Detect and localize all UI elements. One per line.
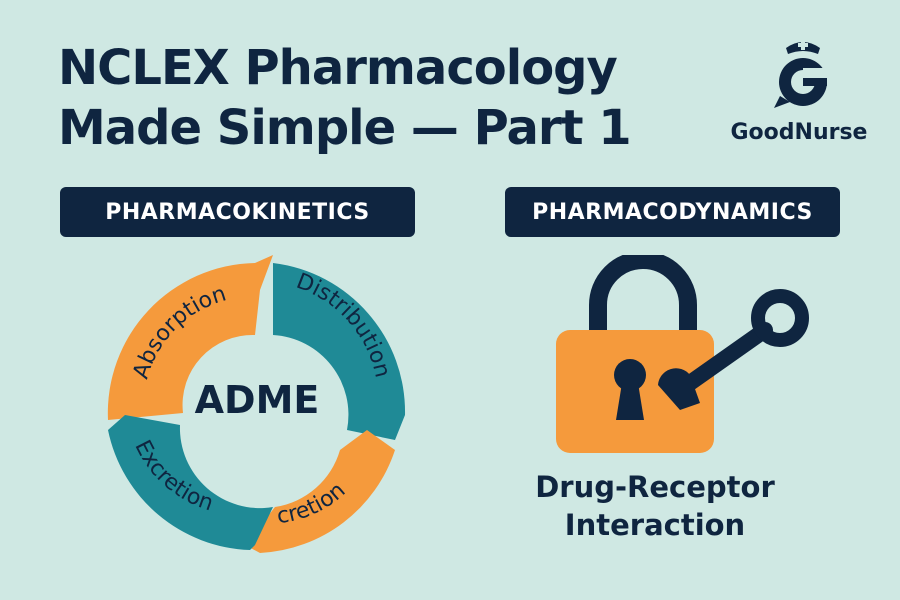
cycle-segment-excretion [108, 415, 273, 550]
caption-line-2: Interaction [564, 508, 746, 542]
brand-name: GoodNurse [730, 120, 868, 145]
cycle-center-label: ADME [195, 378, 320, 422]
pharmacodynamics-tag: PHARMACODYNAMICS [505, 187, 840, 237]
cycle-segment-cretion [245, 430, 395, 553]
drug-receptor-caption: Drug-Receptor Interaction [520, 468, 790, 544]
cycle-segment-absorption [107, 255, 273, 420]
caption-line-1: Drug-Receptor [535, 470, 775, 504]
pharmacokinetics-tag: PHARMACOKINETICS [60, 187, 415, 237]
goodnurse-logo-icon [774, 40, 829, 108]
adme-cycle-diagram: Absorption Distribution cretion Excretio… [107, 255, 406, 553]
page-title: NCLEX Pharmacology Made Simple — Part 1 [58, 38, 698, 158]
key-icon [658, 289, 809, 410]
padlock-and-key-icon [556, 255, 809, 453]
brand-logo-block: GoodNurse [724, 34, 874, 154]
title-line-2: Made Simple — Part 1 [58, 100, 632, 156]
title-line-1: NCLEX Pharmacology [58, 40, 618, 96]
cycle-segment-distribution [273, 263, 406, 440]
